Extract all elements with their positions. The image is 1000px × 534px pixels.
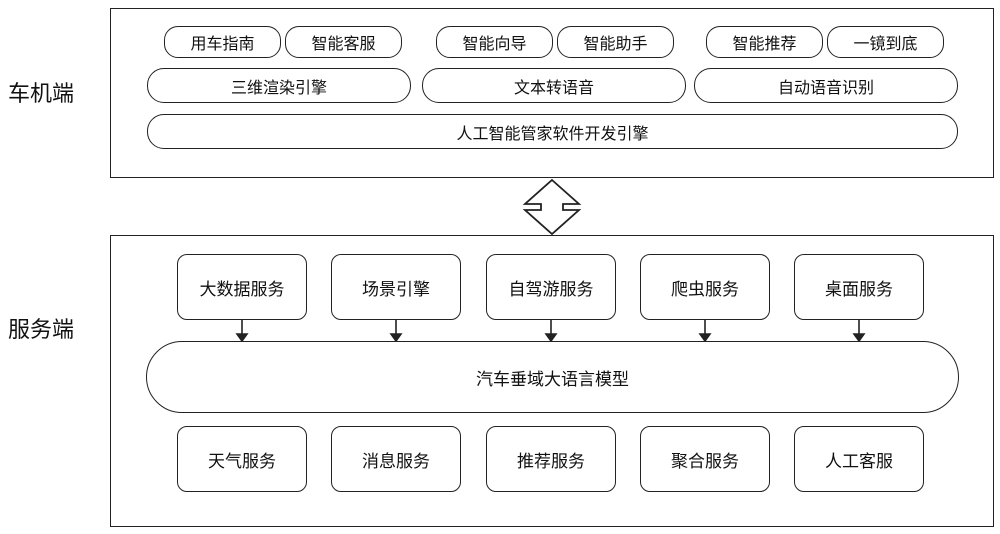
service-aggregation: 聚合服务: [640, 426, 770, 492]
service-big-data: 大数据服务: [177, 254, 307, 320]
service-desktop: 桌面服务: [794, 254, 924, 320]
service-self-drive-tour: 自驾游服务: [486, 254, 616, 320]
service-crawler: 爬虫服务: [640, 254, 770, 320]
service-recommend: 推荐服务: [486, 426, 616, 492]
arrow-head-icon: [235, 333, 249, 343]
arrow-head-icon: [389, 333, 403, 343]
service-message: 消息服务: [331, 426, 461, 492]
app-smart-recommend: 智能推荐: [706, 26, 823, 58]
vertical-llm-model: 汽车垂域大语言模型: [146, 341, 959, 413]
server-section-label: 服务端: [8, 318, 75, 343]
app-smart-assistant: 智能助手: [557, 26, 674, 58]
arrow-head-icon: [852, 333, 866, 343]
client-section-label: 车机端: [8, 82, 75, 107]
app-smart-navigator: 智能向导: [436, 26, 553, 58]
service-scene-engine: 场景引擎: [331, 254, 461, 320]
app-vehicle-guide: 用车指南: [164, 26, 281, 58]
engine-3d-render: 三维渲染引擎: [147, 68, 411, 103]
service-human-agent: 人工客服: [794, 426, 924, 492]
app-one-shot: 一镜到底: [827, 26, 944, 58]
app-smart-customer-service: 智能客服: [285, 26, 402, 58]
service-weather: 天气服务: [177, 426, 307, 492]
engine-asr: 自动语音识别: [694, 68, 958, 103]
bidirectional-arrow-icon: [522, 178, 582, 236]
engine-tts: 文本转语音: [422, 68, 686, 103]
framework-bar: 人工智能管家软件开发引擎: [147, 114, 958, 149]
arrow-head-icon: [698, 333, 712, 343]
arrow-head-icon: [544, 333, 558, 343]
